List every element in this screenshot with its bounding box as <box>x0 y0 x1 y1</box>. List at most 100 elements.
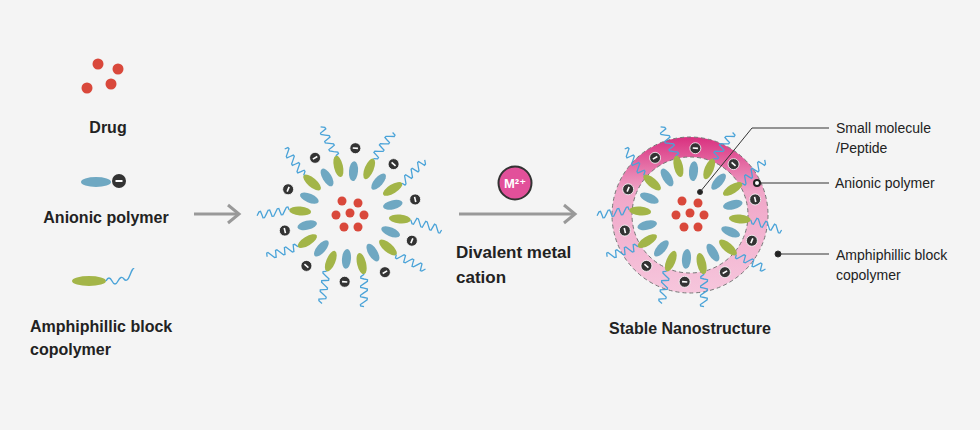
anionic-body <box>380 224 402 240</box>
minus-sign <box>751 238 753 243</box>
minus-sign <box>723 271 727 274</box>
copolymer-body <box>729 214 752 225</box>
negative-charge <box>283 184 294 195</box>
negative-charge <box>310 152 321 163</box>
copolymer-body <box>662 249 679 273</box>
drug-particle <box>680 223 689 232</box>
negative-charge <box>690 143 701 154</box>
copolymer-body <box>629 206 652 217</box>
anionic-body <box>341 249 352 270</box>
anionic-polymer-icon <box>81 174 126 188</box>
minus-sign <box>353 147 358 149</box>
cation-circle: M²⁺ <box>497 165 533 201</box>
anionic-body <box>636 219 658 232</box>
copolymer-tail <box>285 148 305 176</box>
negative-charge <box>410 194 421 205</box>
copolymer-tail <box>736 255 766 271</box>
minus-sign <box>682 281 687 283</box>
copolymer-tail <box>659 271 669 303</box>
minus-sign <box>644 264 648 267</box>
legend-label: Drug <box>58 116 158 139</box>
copolymer-body <box>695 252 709 275</box>
copolymer-tail <box>257 207 289 218</box>
callout-label: Amphiphillic block copolymer <box>836 245 974 286</box>
copolymer-body <box>355 252 369 275</box>
copolymer-tail <box>396 255 426 271</box>
negative-charge <box>339 276 350 287</box>
step-label: Divalent metal cation <box>456 241 596 290</box>
negative-charge <box>650 152 661 163</box>
drug-icon <box>82 59 124 94</box>
negative-charge <box>279 225 290 236</box>
copolymer-body <box>331 155 345 178</box>
copolymer-tail <box>625 148 645 176</box>
minus-sign <box>342 281 347 283</box>
negative-charge <box>301 260 312 271</box>
drug-particle <box>332 211 341 220</box>
negative-charge <box>746 235 757 246</box>
anionic-body <box>638 190 660 206</box>
copolymer-body <box>322 249 339 273</box>
anionic-body <box>688 161 699 182</box>
copolymer-tail <box>321 127 339 156</box>
legend-label: Amphiphillic block copolymer <box>30 315 208 361</box>
drug-particle <box>354 223 363 232</box>
anionic-body <box>318 167 336 189</box>
copolymer-tail <box>402 160 425 185</box>
copolymer-body <box>636 231 659 250</box>
drug-particle <box>338 197 347 206</box>
anionic-body <box>296 219 318 232</box>
drug-particle <box>686 209 695 218</box>
minus-sign <box>755 197 756 202</box>
copolymer-tail <box>700 274 707 306</box>
drug-particle <box>694 223 703 232</box>
minus-sign <box>415 197 416 202</box>
shell-outline <box>632 157 748 273</box>
copolymer-body <box>671 155 685 178</box>
negative-charge <box>750 194 761 205</box>
drug-particle <box>354 199 363 208</box>
drug-particle <box>360 211 369 220</box>
shell-outline <box>612 137 768 293</box>
negative-charge <box>728 159 739 170</box>
minus-sign <box>304 264 308 267</box>
copolymer-body <box>361 157 378 181</box>
negative-charge <box>379 267 390 278</box>
copolymer-tail <box>713 133 735 159</box>
minus-sign <box>284 228 285 233</box>
minus-sign <box>392 162 396 165</box>
copolymer-tail <box>607 244 638 257</box>
minus-sign <box>732 162 736 165</box>
negative-charge <box>406 235 417 246</box>
minus-sign <box>624 228 625 233</box>
minus-sign <box>411 238 413 243</box>
copolymer-body <box>389 214 412 225</box>
drug-particle <box>694 199 703 208</box>
anionic-body <box>382 198 404 211</box>
minus-sign <box>383 271 387 274</box>
anionic-body <box>704 242 722 264</box>
drug-particle <box>346 209 355 218</box>
negative-charge <box>679 276 690 287</box>
minus-sign <box>653 156 657 159</box>
drug-particle <box>678 197 687 206</box>
negative-charge <box>719 267 730 278</box>
negative-charge <box>623 184 634 195</box>
legend-label: Anionic polymer <box>26 206 186 229</box>
result-title: Stable Nanostructure <box>580 317 800 340</box>
copolymer-tail <box>661 127 679 156</box>
copolymer-tail <box>360 274 367 306</box>
drug-particle <box>340 223 349 232</box>
anionic-body <box>348 161 359 182</box>
copolymer-body <box>721 179 744 198</box>
copolymer-tail <box>411 218 442 233</box>
negative-charge <box>641 260 652 271</box>
minus-sign <box>627 187 629 192</box>
minus-sign <box>313 156 317 159</box>
anionic-body <box>720 224 742 240</box>
callout-label: Anionic polymer <box>835 173 975 193</box>
copolymer-tail <box>742 160 765 185</box>
anionic-body <box>298 190 320 206</box>
cation-shell <box>612 137 768 293</box>
anionic-body <box>681 249 692 270</box>
